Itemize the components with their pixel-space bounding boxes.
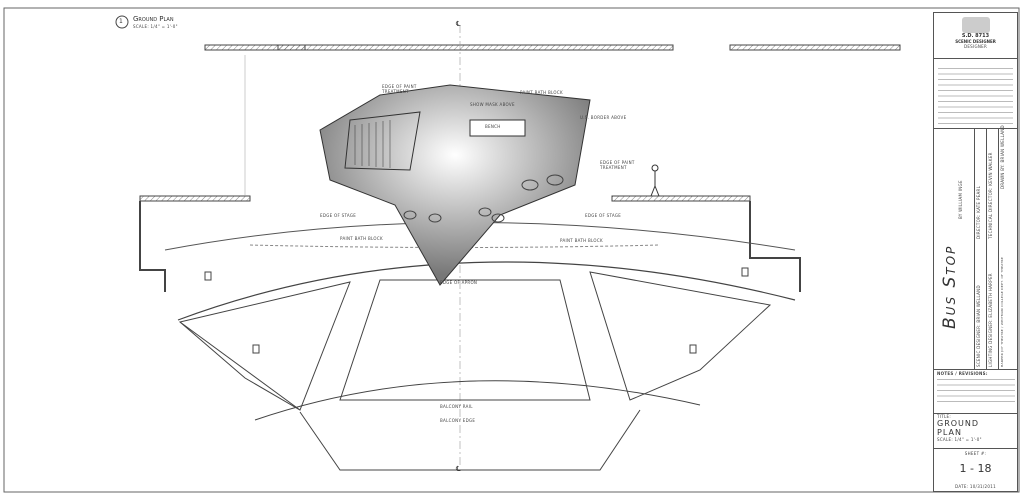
lighting-designer: Lighting Designer: Elizabeth Harper [988,273,993,367]
paint-bath-block-right-label: Paint Bath Block [560,238,603,243]
sheet-title: Ground Plan [937,419,980,437]
disclaimer-text [938,65,1013,125]
drawing-title: Ground Plan [133,15,174,23]
sheet-scale: Scale: 1/4" = 1'-0" [937,437,982,442]
designer-stamp: S.D. 8713 Scenic Designer Designer [934,13,1017,59]
director: Director: Kate Pearl [976,185,981,239]
sheet-border [3,7,1020,493]
centerline-top-label: ℄ [456,20,461,28]
title-label: Title: [937,414,951,419]
seating-section-center [339,279,591,401]
date: Date: 10/31/2011 [955,484,996,489]
drawn-by: Drawn By: Brian Welland [1000,125,1005,189]
seating-section-right [589,271,772,401]
sheet-number: 1 - 18 [959,462,992,475]
license-number: S.D. 8713 [961,33,990,39]
edge-paint-treatment-left-label: Edge of Paint Treatment [382,84,417,94]
edge-of-stage-right-label: Edge of Stage [585,213,622,218]
seating-section-left [178,281,351,411]
paint-bath-block-top-label: Paint Bath Block [520,90,563,95]
human-figure-scale [650,164,660,197]
house-wall-left [139,201,166,292]
union-logo [961,17,990,33]
show-mask-label: Show Mask Above [470,102,515,107]
play-title: Bus Stop [940,244,960,329]
proscenium-right [611,195,751,202]
role-label: Scenic Designer [955,39,996,44]
lighting-positions [204,267,749,354]
scenic-designer: Scenic Designer: Brian Welland [976,285,981,367]
house-wall-right [749,201,801,292]
title-section: Title: Ground Plan Scale: 1/4" = 1'-0" [934,413,1017,449]
sheet-label: Sheet #: [964,451,987,456]
edge-of-apron-arc [177,261,796,321]
drawing-number-bubble [115,15,129,29]
stair-unit [344,111,421,171]
edge-paint-treatment-right-label: Edge of Paint Treatment [600,160,635,170]
tables [403,174,564,223]
centerline-bottom-label: ℄ [456,465,461,473]
edge-of-apron-label: Edge of Apron [440,280,478,285]
notes-revisions: Notes / Revisions: [937,371,1015,411]
production-info: Bus Stop by William Inge Director: Kate … [934,125,1017,370]
upstage-wall-right [729,44,901,51]
us-border-label: U.S. Border Above [580,115,627,120]
technical-director: Technical Director: Kevin Walker [988,152,993,239]
author: by William Inge [958,180,963,219]
title-block: S.D. 8713 Scenic Designer Designer Bus S… [933,12,1018,492]
drawing-scale: Scale: 1/4" = 1'-0" [133,24,178,29]
upstage-wall [277,44,674,51]
theatre: Harper Joy Theatre / Whitman College Dep… [1000,256,1004,367]
notes-header: Notes / Revisions: [937,371,988,376]
paint-bath-block-left-label: Paint Bath Block [340,236,383,241]
bench-label: Bench [485,124,501,129]
sheet-section: Sheet #: 1 - 18 Date: 10/31/2011 [934,451,1017,489]
balcony-rail-arc [254,380,701,421]
balcony-edge-label: Balcony Edge [440,418,476,423]
balcony-edge [299,409,641,471]
bench-counter [469,119,526,137]
proscenium-left [139,195,251,202]
balcony-rail-label: Balcony Rail [440,404,473,409]
unit-platform [319,84,591,286]
drawing-number: 1 [119,18,123,25]
edge-of-stage-left-label: Edge of Stage [320,213,357,218]
signature-label: Designer [963,44,988,49]
